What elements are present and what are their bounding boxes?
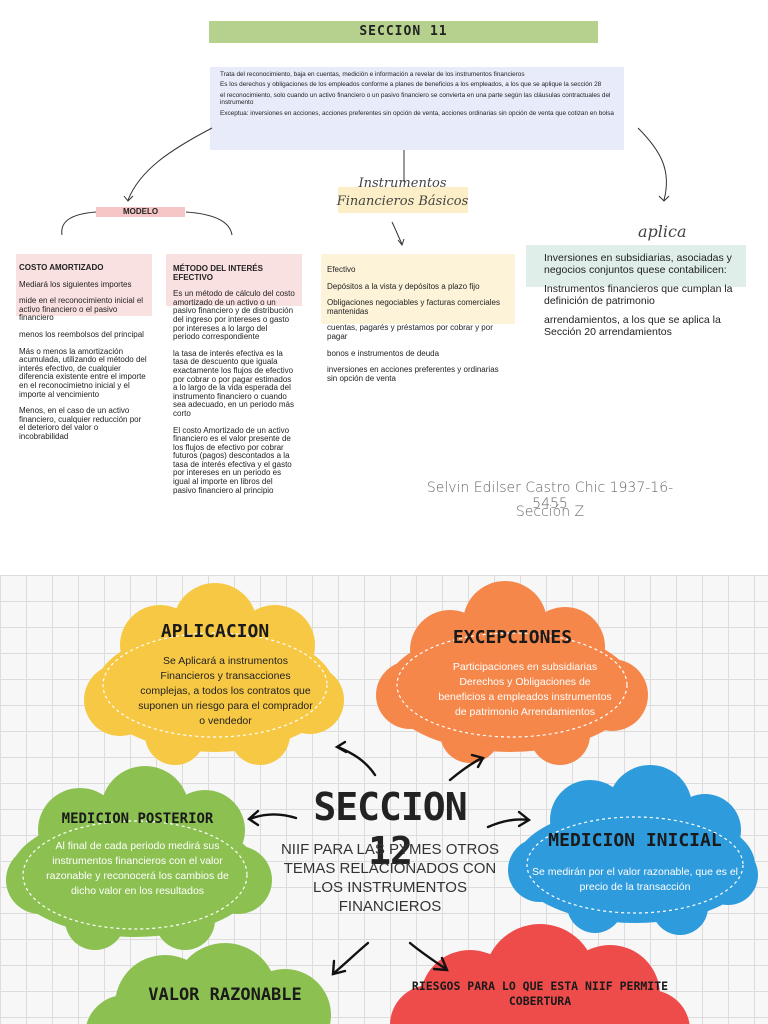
aplica-label: aplica xyxy=(638,222,687,241)
medicion-inicial-cloud xyxy=(508,765,758,935)
aplicacion-cloud xyxy=(84,583,344,765)
instrumento-item: Efectivo xyxy=(327,265,356,274)
aplica-item: arrendamientos, a los que se aplica la S… xyxy=(544,314,721,338)
excepciones-title: EXCEPCIONES xyxy=(452,627,573,648)
metodo-item: El costo Amortizado de un activo financi… xyxy=(173,425,292,495)
aplica-item: Inversiones en subsidiarias, asociadas y… xyxy=(544,252,732,276)
metodo-item: la tasa de interés efectiva es la tasa d… xyxy=(173,348,294,418)
costo-amortizado-column: COSTO AMORTIZADO Mediará los siguientes … xyxy=(19,263,149,450)
seccion-12-panel: APLICACION Se Aplicará a instrumentos Fi… xyxy=(0,575,768,1024)
seccion-12-subtitle: NIIF PARA LAS PYMES OTROS TEMAS RELACION… xyxy=(280,841,500,915)
seccion-11-panel: SECCION 11 Trata del reconocimiento, baj… xyxy=(16,21,749,520)
instrumentos-label: Instrumentos Financieros Básicos xyxy=(336,176,469,209)
costo-item: menos los reembolsos del principal xyxy=(19,329,144,339)
metodo-item: Es un método de cálculo del costo amorti… xyxy=(173,289,295,342)
intro-line: Exceptua: inversiones en acciones, accio… xyxy=(220,109,614,117)
seccion-11-intro: Trata del reconocimiento, baja en cuenta… xyxy=(210,67,624,150)
riesgos-title: RIESGOS PARA LO QUE ESTA NIIF PERMITE CO… xyxy=(411,979,669,1008)
intro-line: el reconocimiento, solo cuando un activo… xyxy=(220,91,611,107)
costo-amortizado-title: COSTO AMORTIZADO xyxy=(19,263,104,272)
riesgos-cloud xyxy=(390,924,690,1024)
modelo-label: MODELO xyxy=(96,207,185,217)
costo-item: Más o menos la amortización acumulada, u… xyxy=(19,346,147,399)
seccion-11-title: SECCION 11 xyxy=(209,21,598,43)
instrumentos-box xyxy=(321,254,515,324)
costo-item: Mediará los siguientes importes xyxy=(19,279,132,289)
medicion-posterior-text: Al final de cada periodo medirá sus inst… xyxy=(46,840,229,897)
instrumento-item: bonos e instrumentos de deuda xyxy=(327,348,440,358)
section-arrows xyxy=(247,740,532,976)
metodo-interes-title: MÉTODO DEL INTERÉS EFECTIVO xyxy=(173,264,263,282)
aplica-box xyxy=(526,245,746,287)
author-name: Selvin Edilser Castro Chic 1937-16-5455 xyxy=(426,480,674,512)
costo-amortizado-box xyxy=(16,254,152,316)
medicion-inicial-text: Se medirán por el valor razonable, que e… xyxy=(531,866,739,893)
costo-item: Menos, en el caso de un activo financier… xyxy=(19,406,142,441)
valor-razonable-cloud xyxy=(86,943,331,1024)
seccion-12-title: SECCION 12 xyxy=(313,785,467,873)
intro-line: Es los derechos y obligaciones de los em… xyxy=(220,81,602,89)
metodo-interes-column: MÉTODO DEL INTERÉS EFECTIVO Es un método… xyxy=(173,264,295,503)
intro-line: Trata del reconocimiento, baja en cuenta… xyxy=(220,71,525,78)
metodo-interes-box xyxy=(166,254,302,306)
instrumento-item: cuentas, pagarés y préstamos por cobrar … xyxy=(327,323,493,341)
valor-razonable-title: VALOR RAZONABLE xyxy=(148,985,302,1005)
instrumento-item: inversiones en acciones preferentes y or… xyxy=(327,365,499,383)
instrumentos-label-bg xyxy=(338,187,468,213)
medicion-inicial-title: MEDICION INICIAL xyxy=(548,830,722,851)
excepciones-text: Participaciones en subsidiarias Derechos… xyxy=(438,661,612,718)
costo-item: mide en el reconocimiento inicial el act… xyxy=(19,296,144,323)
excepciones-cloud xyxy=(376,581,648,765)
medicion-posterior-title: MEDICION POSTERIOR xyxy=(61,811,214,827)
aplicacion-text: Se Aplicará a instrumentos Financieros y… xyxy=(138,655,313,727)
connector-lines xyxy=(61,127,670,247)
aplica-column: Inversiones en subsidiarias, asociadas y… xyxy=(544,252,749,338)
instrumento-item: Obligaciones negociables y facturas come… xyxy=(327,298,500,316)
cloud-shapes xyxy=(6,581,758,1024)
aplica-item: Instrumentos financieros que cumplan la … xyxy=(544,283,733,307)
aplicacion-title: APLICACION xyxy=(160,621,270,642)
instrumento-item: Depósitos a la vista y depósitos a plazo… xyxy=(327,281,480,291)
medicion-posterior-cloud xyxy=(6,766,272,950)
author-section: Sección Z xyxy=(515,504,585,520)
instrumentos-column: Efectivo Depósitos a la vista y depósito… xyxy=(327,265,509,391)
